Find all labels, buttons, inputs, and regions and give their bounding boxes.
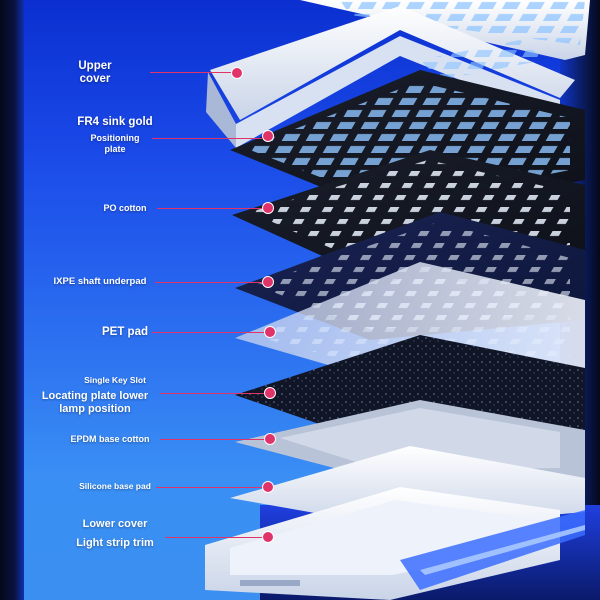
locating-plate-label: Locating plate lower lamp position bbox=[30, 390, 160, 415]
upper-cover-label: Upper cover bbox=[60, 60, 130, 86]
fr4-plate-leader bbox=[152, 138, 262, 139]
fr4-plate-label-title: FR4 sink gold bbox=[77, 116, 153, 128]
po-cotton-label: PO cotton bbox=[103, 203, 147, 213]
epdm-cotton-leader bbox=[160, 439, 264, 440]
pet-pad-label: PET pad bbox=[101, 326, 148, 338]
po-cotton-leader bbox=[157, 208, 262, 209]
upper-cover-label-line2: cover bbox=[79, 73, 111, 86]
locating-plate-marker bbox=[264, 387, 276, 399]
locating-plate-label-line1: Locating plate lower bbox=[41, 390, 149, 402]
lower-cover-label: Lower cover bbox=[82, 518, 148, 530]
epdm-cotton-marker bbox=[264, 433, 276, 445]
epdm-cotton-label: EPDM base cotton bbox=[70, 434, 150, 444]
ixpe-underpad-marker bbox=[262, 276, 274, 288]
po-cotton-marker bbox=[262, 202, 274, 214]
left-frame-strip bbox=[0, 0, 24, 600]
fr4-plate-marker bbox=[262, 130, 274, 142]
upper-cover-label-line1: Upper bbox=[78, 60, 112, 72]
silicone-pad-leader bbox=[156, 487, 262, 488]
upper-cover-marker bbox=[231, 67, 243, 79]
fr4-plate-label-sub1: Positioning bbox=[90, 133, 140, 144]
epdm-cotton-layer bbox=[235, 400, 585, 480]
ixpe-underpad-leader bbox=[155, 282, 262, 283]
single-key-slot-label: Single Key Slot bbox=[84, 375, 146, 385]
pet-pad-leader bbox=[152, 332, 264, 333]
light-strip-marker bbox=[262, 531, 274, 543]
light-strip-leader bbox=[165, 537, 262, 538]
light-strip-layer bbox=[400, 510, 585, 590]
light-strip-label: Light strip trim bbox=[76, 537, 154, 549]
pet-pad-marker bbox=[264, 326, 276, 338]
fr4-plate-label-sub2: plate bbox=[104, 143, 126, 154]
upper-cover-leader bbox=[150, 72, 235, 73]
silicone-pad-label: Silicone base pad bbox=[79, 481, 151, 491]
fr4-plate-label: FR4 sink gold Positioning plate bbox=[60, 116, 170, 154]
silicone-pad-marker bbox=[262, 481, 274, 493]
ixpe-underpad-label: IXPE shaft underpad bbox=[53, 276, 147, 287]
locating-plate-leader bbox=[160, 393, 264, 394]
locating-plate-label-line2: lamp position bbox=[59, 402, 131, 415]
